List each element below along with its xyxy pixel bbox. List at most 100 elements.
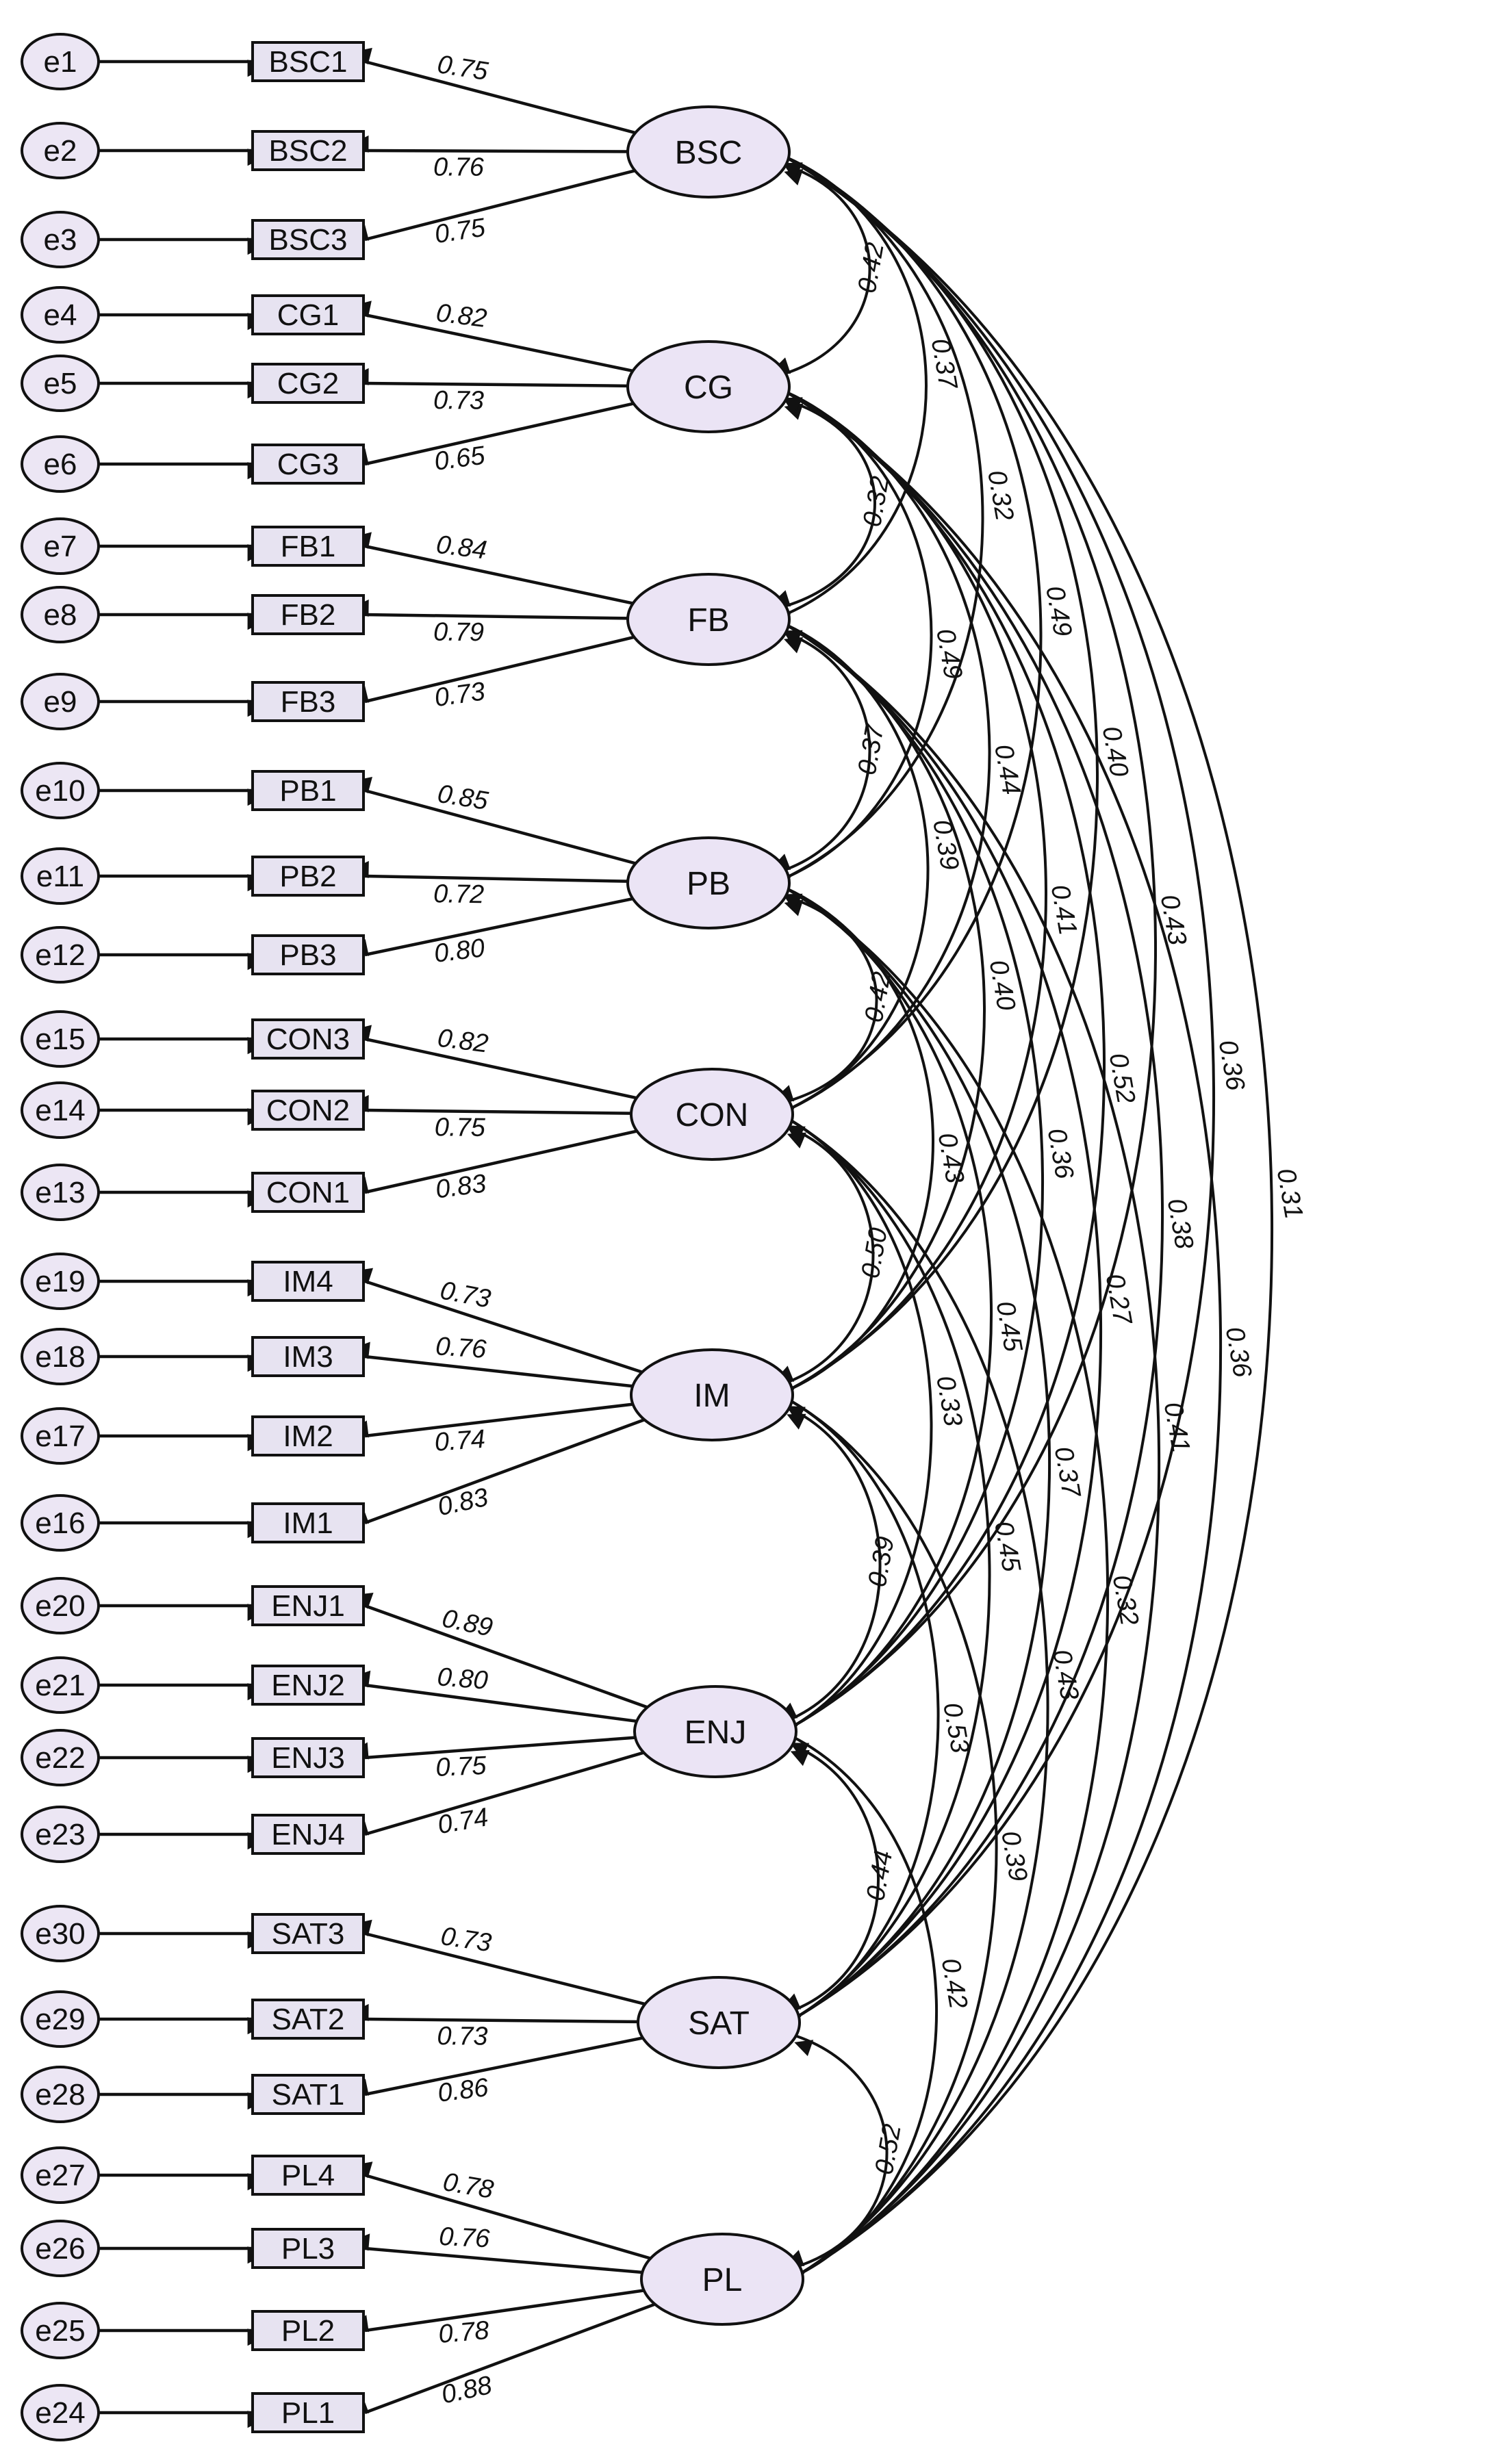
error-term: e18: [21, 1328, 100, 1385]
loading-path: [351, 368, 628, 388]
covariance-value: 0.37: [853, 721, 891, 778]
latent-label: PB: [687, 866, 730, 902]
covariance-value: 0.40: [1097, 724, 1134, 779]
covariance-value: 0.37: [1049, 1444, 1086, 1500]
indicator-label: ENJ1: [271, 1589, 345, 1623]
latent-label: ENJ: [685, 1715, 747, 1751]
indicator-label: PL3: [281, 2232, 335, 2266]
error-label: e11: [36, 860, 84, 893]
error-term: e30: [21, 1905, 100, 1962]
latent-construct: IM: [630, 1348, 794, 1441]
covariance-arc: [771, 156, 984, 879]
loading-value: 0.83: [435, 1483, 491, 1522]
loading-path: [354, 1592, 648, 1709]
covariance-value: 0.50: [856, 1226, 893, 1281]
covariance-arc: [778, 1407, 882, 1719]
error-term: e23: [21, 1806, 100, 1863]
observed-indicator: IM1: [251, 1502, 365, 1543]
indicator-label: FB1: [281, 530, 336, 563]
observed-indicator: CON1: [251, 1172, 365, 1213]
error-label: e5: [44, 367, 77, 400]
loading-path: [351, 860, 628, 883]
error-term: e9: [21, 673, 100, 730]
covariance-arc: [782, 391, 1223, 2275]
observed-indicator: PL1: [251, 2392, 365, 2433]
indicator-label: IM3: [283, 1340, 333, 1374]
loading-path: [350, 402, 634, 466]
covariance-value: 0.41: [1158, 1400, 1195, 1454]
error-label: e25: [35, 2314, 85, 2348]
observed-indicator: FB2: [251, 594, 365, 635]
covariance-value: 0.42: [936, 1956, 973, 2011]
loading-path: [350, 2036, 643, 2096]
error-label: e9: [44, 685, 77, 719]
covariance-arc: [782, 156, 1216, 2018]
latent-construct: PL: [640, 2233, 804, 2326]
error-label: e24: [35, 2396, 85, 2430]
observed-indicator: ENJ3: [251, 1737, 365, 1778]
loading-value: 0.73: [439, 1922, 493, 1958]
covariance-value: 0.41: [1045, 882, 1082, 937]
observed-indicator: PL3: [251, 2228, 365, 2269]
indicator-label: FB2: [281, 598, 336, 632]
indicator-label: PL2: [281, 2314, 335, 2348]
error-term: e1: [21, 33, 100, 90]
error-term: e20: [21, 1577, 100, 1634]
loading-path: [350, 1129, 637, 1194]
observed-indicator: ENJ2: [251, 1665, 365, 1706]
latent-construct: CG: [626, 340, 791, 433]
covariance-arc: [778, 156, 1157, 1728]
covariance-value: 0.39: [927, 817, 964, 872]
loading-path: [353, 300, 633, 373]
error-label: e15: [35, 1023, 85, 1056]
indicator-label: IM2: [283, 1420, 333, 1453]
error-label: e20: [35, 1589, 85, 1623]
covariance-value: 0.36: [1220, 1324, 1257, 1380]
loading-value: 0.80: [436, 1663, 489, 1695]
covariance-value: 0.44: [988, 742, 1025, 797]
error-label: e10: [35, 774, 85, 808]
observed-indicator: SAT1: [251, 2074, 365, 2115]
covariance-value: 0.27: [1100, 1272, 1138, 1328]
loading-value: 0.74: [433, 1425, 486, 1457]
loading-value: 0.73: [433, 386, 484, 415]
loading-path: [350, 635, 635, 704]
latent-label: PL: [702, 2262, 743, 2298]
observed-indicator: ENJ1: [251, 1585, 365, 1626]
loading-value: 0.75: [435, 1113, 486, 1142]
loading-value: 0.65: [433, 441, 487, 476]
observed-indicator: PL4: [251, 2155, 365, 2196]
indicator-label: ENJ4: [271, 1818, 345, 1851]
error-term: e17: [21, 1407, 100, 1465]
covariance-arc: [778, 391, 1106, 1728]
covariance-value: 0.39: [995, 1829, 1032, 1884]
error-term: e10: [21, 762, 100, 819]
error-label: e21: [35, 1669, 85, 1702]
indicator-label: CON2: [266, 1094, 350, 1127]
covariance-arc: [775, 1127, 875, 1383]
covariance-value: 0.44: [861, 1848, 898, 1903]
loading-path: [351, 2003, 639, 2024]
covariance-value: 0.37: [926, 336, 963, 392]
loading-path: [351, 135, 628, 153]
error-term: e25: [21, 2302, 100, 2359]
error-term: e29: [21, 1990, 100, 2048]
loading-path: [350, 2302, 656, 2415]
error-label: e19: [35, 1265, 85, 1298]
indicator-label: BSC1: [269, 45, 348, 79]
error-term: e19: [21, 1253, 100, 1310]
loading-value: 0.74: [435, 1803, 490, 1840]
covariance-arc: [778, 624, 1044, 1728]
error-label: e6: [44, 448, 77, 481]
covariance-value: 0.33: [930, 1374, 967, 1428]
error-label: e17: [35, 1420, 85, 1453]
covariance-arc: [782, 156, 1274, 2275]
error-label: e22: [35, 1741, 85, 1775]
covariance-value: 0.53: [937, 1700, 974, 1755]
latent-label: CON: [676, 1097, 749, 1133]
observed-indicator: ENJ4: [251, 1814, 365, 1855]
loading-value: 0.75: [435, 1751, 488, 1782]
error-term: e3: [21, 211, 100, 268]
covariance-arc: [771, 156, 928, 615]
covariance-value: 0.43: [932, 1131, 969, 1185]
